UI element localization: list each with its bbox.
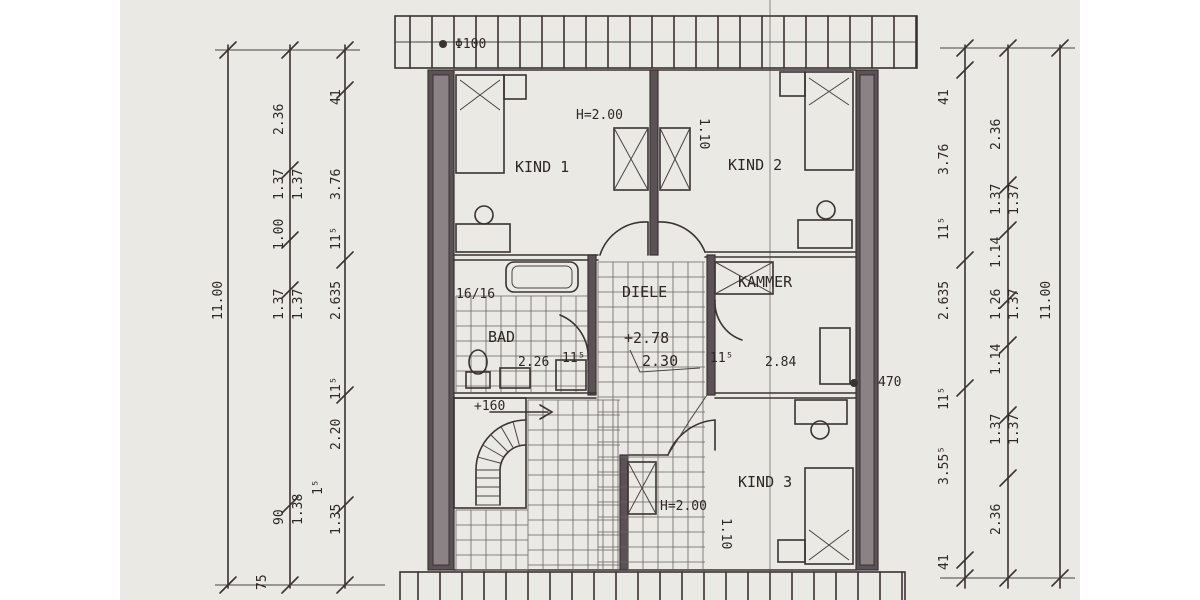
chimney-label: Φ100 bbox=[455, 37, 486, 52]
svg-text:41: 41 bbox=[329, 89, 344, 105]
dimension-lines-left bbox=[215, 41, 385, 594]
height-label-bottom: H=2.00 bbox=[660, 499, 707, 514]
wardrobe-kammer bbox=[714, 261, 774, 295]
svg-text:1⁵: 1⁵ bbox=[311, 479, 326, 495]
svg-text:1.37: 1.37 bbox=[291, 169, 306, 200]
svg-text:1.35: 1.35 bbox=[329, 504, 344, 535]
room-label-kammer: KAMMER bbox=[738, 273, 793, 291]
svg-text:1.37: 1.37 bbox=[272, 169, 287, 200]
svg-text:2.36: 2.36 bbox=[989, 504, 1004, 535]
svg-text:1.37: 1.37 bbox=[1007, 414, 1022, 445]
diele-elevation: +2.78 bbox=[624, 329, 669, 347]
svg-text:75: 75 bbox=[255, 574, 270, 590]
svg-text:1.37: 1.37 bbox=[1007, 289, 1022, 320]
drain-marker bbox=[850, 379, 858, 387]
svg-text:11⁵: 11⁵ bbox=[937, 387, 952, 410]
bath-window-size: 16/16 bbox=[456, 287, 495, 302]
dimension-text-left: 11.00 2.36 41 3.76 1.37 1.37 1.00 11⁵ 1.… bbox=[211, 89, 344, 590]
room-label-bad: BAD bbox=[488, 328, 515, 346]
svg-text:1.14: 1.14 bbox=[989, 237, 1004, 268]
svg-text:1.37: 1.37 bbox=[1007, 184, 1022, 215]
floor-plan: KIND 1 KIND 2 KIND 3 DIELE KAMMER BAD Φ1… bbox=[211, 0, 1075, 600]
desk-kammer bbox=[819, 327, 851, 385]
blueprint-paper: KIND 1 KIND 2 KIND 3 DIELE KAMMER BAD Φ1… bbox=[120, 0, 1080, 600]
svg-text:1.37: 1.37 bbox=[272, 289, 287, 320]
svg-text:11⁵: 11⁵ bbox=[329, 227, 344, 250]
svg-text:1.37: 1.37 bbox=[989, 414, 1004, 445]
wardrobe-kind1 bbox=[613, 127, 649, 191]
bed-kind3 bbox=[777, 467, 854, 565]
staircase bbox=[475, 404, 554, 506]
bed-kind2 bbox=[779, 71, 854, 171]
bathtub bbox=[505, 261, 579, 293]
svg-text:41: 41 bbox=[937, 554, 952, 570]
doors bbox=[559, 221, 743, 456]
svg-text:11.00: 11.00 bbox=[1039, 281, 1054, 320]
svg-text:2.635: 2.635 bbox=[329, 281, 344, 320]
svg-text:2.36: 2.36 bbox=[272, 104, 287, 135]
svg-text:11⁵: 11⁵ bbox=[329, 377, 344, 400]
svg-text:3.76: 3.76 bbox=[937, 144, 952, 175]
room-label-kind1: KIND 1 bbox=[515, 158, 569, 176]
desk-kind2 bbox=[797, 200, 853, 249]
floor-tiles bbox=[455, 261, 705, 571]
exterior-walls bbox=[427, 69, 879, 571]
kammer-wall-115: 11⁵ bbox=[710, 351, 733, 366]
svg-text:1.37: 1.37 bbox=[291, 289, 306, 320]
wardrobe-kind3 bbox=[627, 461, 657, 515]
svg-text:11.00: 11.00 bbox=[211, 281, 226, 320]
wardrobe-kind2 bbox=[659, 127, 691, 191]
room-label-diele: DIELE bbox=[622, 283, 667, 301]
stair-mark: +160 bbox=[474, 399, 505, 414]
svg-text:1.37: 1.37 bbox=[989, 184, 1004, 215]
height-label-top: H=2.00 bbox=[576, 108, 623, 123]
interior-walls bbox=[453, 69, 857, 571]
kammer-area: 2.84 bbox=[765, 355, 796, 370]
svg-text:2.20: 2.20 bbox=[329, 419, 344, 450]
bad-area: 2.26 bbox=[518, 355, 549, 370]
svg-text:1.00: 1.00 bbox=[272, 219, 287, 250]
svg-text:2.36: 2.36 bbox=[989, 119, 1004, 150]
toilet-and-sink bbox=[465, 349, 587, 391]
desk-kind3 bbox=[794, 399, 848, 440]
svg-text:41: 41 bbox=[937, 89, 952, 105]
svg-text:1.38: 1.38 bbox=[291, 494, 306, 525]
roof-rafters-bottom bbox=[399, 571, 906, 600]
window-width-bottom: 1.10 bbox=[718, 518, 733, 549]
dimension-lines-right bbox=[940, 39, 1075, 589]
svg-text:1.14: 1.14 bbox=[989, 344, 1004, 375]
bad-wall-115: 11⁵ bbox=[562, 351, 585, 366]
room-label-kind3: KIND 3 bbox=[738, 473, 792, 491]
room-label-kind2: KIND 2 bbox=[728, 156, 782, 174]
roof-rafters-top bbox=[394, 15, 918, 69]
svg-text:3.76: 3.76 bbox=[329, 169, 344, 200]
chimney-marker bbox=[439, 40, 447, 48]
right-wall-470: 470 bbox=[878, 375, 901, 390]
dimension-text-right: 11.00 41 2.36 3.76 1.37 1.37 1.14 11⁵ 1.… bbox=[937, 89, 1054, 570]
svg-text:2.635: 2.635 bbox=[937, 281, 952, 320]
svg-text:1.26: 1.26 bbox=[989, 289, 1004, 320]
svg-text:90: 90 bbox=[272, 509, 287, 525]
window-width-top: 1.10 bbox=[696, 118, 711, 149]
svg-text:11⁵: 11⁵ bbox=[937, 217, 952, 240]
svg-text:3.55⁵: 3.55⁵ bbox=[937, 446, 952, 485]
bed-kind1 bbox=[455, 74, 527, 174]
diele-area: 2.30 bbox=[642, 352, 678, 370]
desk-kind1 bbox=[455, 205, 511, 253]
